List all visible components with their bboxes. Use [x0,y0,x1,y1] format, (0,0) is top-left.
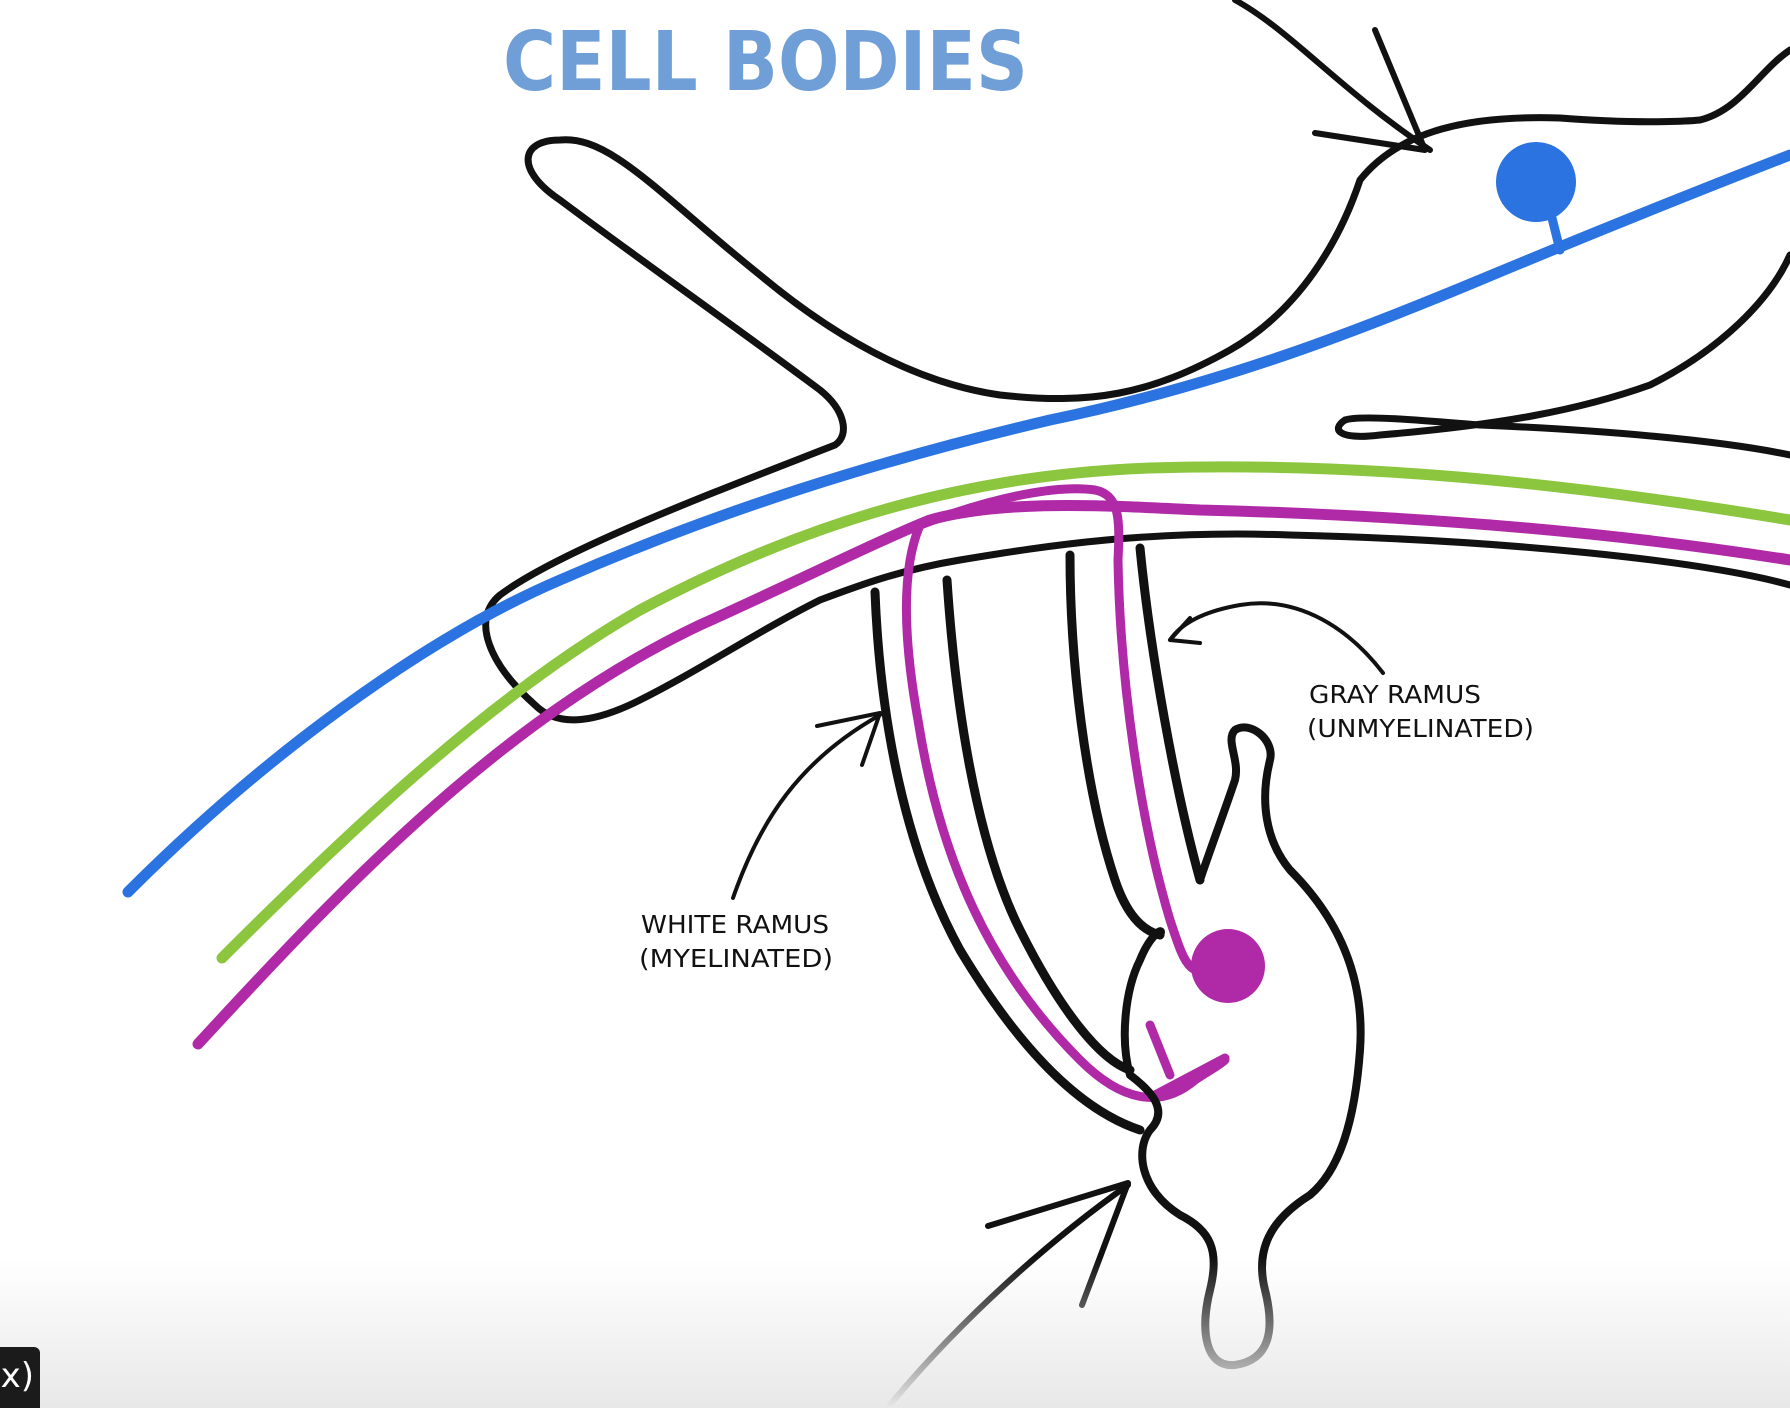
ganglion-pointer-arrow-bottom [887,1180,1131,1408]
magenta-inner-loop [902,520,1230,1102]
gray-ramus-label: GRAY RAMUS [1309,680,1481,709]
blue-sensory-fiber [122,149,1790,898]
spinal-nerve-outline [482,46,1790,724]
spinal-nerve-lower-edge [1335,251,1790,459]
gray-ramus-sublabel: (UNMYELINATED) [1307,714,1534,743]
magenta-preganglionic-fiber [192,500,1790,1050]
magenta-cell-body [1191,929,1265,1003]
diagram-title: CELL BODIES [503,15,1028,110]
caption-chip[interactable]: x) [0,1347,40,1408]
white-ramus-label: WHITE RAMUS [641,910,829,939]
green-fiber [216,461,1790,964]
gray-ramus-pointer-arrow [1168,601,1385,675]
magenta-loop-into-ramus [915,484,1230,976]
white-ramus-sublabel: (MYELINATED) [639,944,833,973]
ganglion-pointer-arrow-top [1232,0,1433,153]
rami-outlines [870,543,1205,1135]
blue-cell-body [1496,142,1576,222]
white-ramus-pointer-arrow [731,711,882,900]
magenta-synapse [1145,1020,1230,1100]
